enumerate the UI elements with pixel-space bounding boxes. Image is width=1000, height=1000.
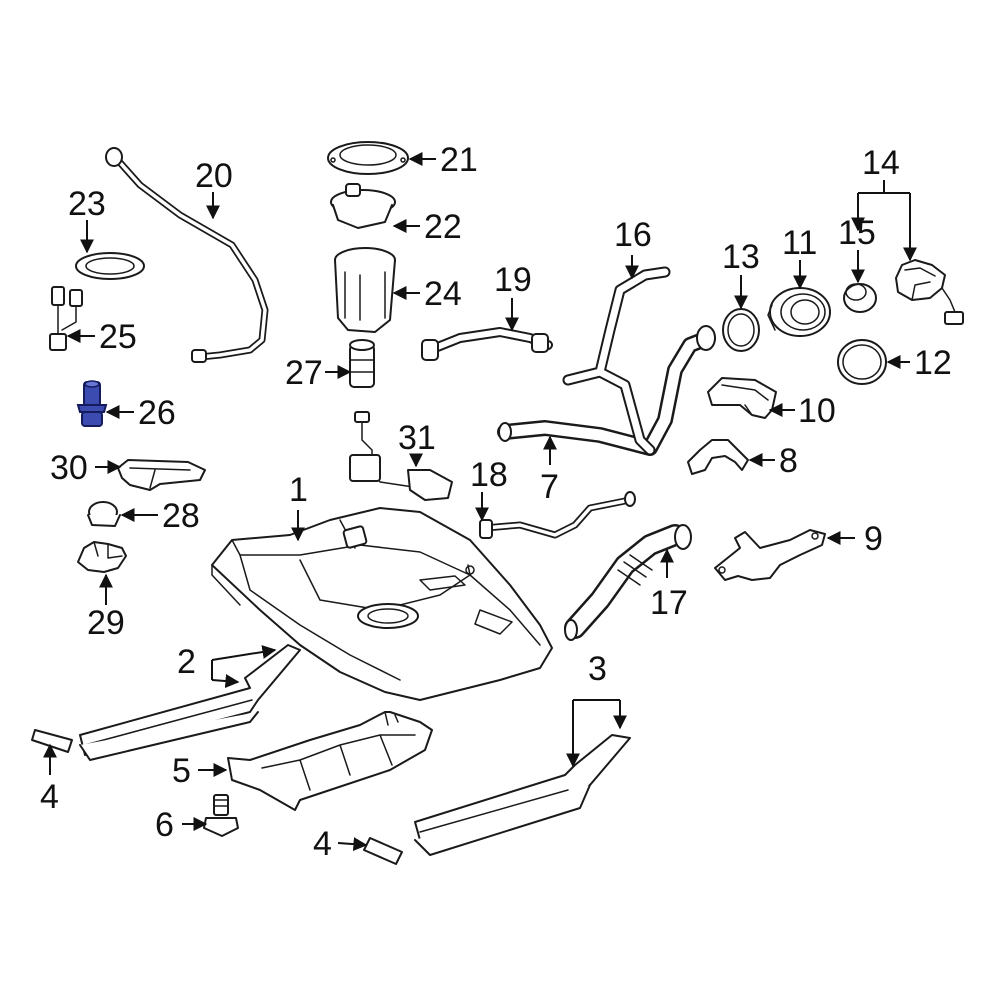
callout-5: 5 (172, 752, 191, 790)
grommet[interactable] (87, 501, 121, 527)
callout-22: 22 (424, 208, 462, 246)
filler-pipe-bracket[interactable] (687, 439, 749, 475)
callout-15: 15 (838, 214, 876, 252)
filler-gasket-large[interactable] (837, 339, 887, 385)
fuel-cap-with-tether[interactable] (895, 259, 964, 325)
callout-29: 29 (87, 604, 125, 642)
tank-strap-left[interactable] (79, 644, 301, 761)
fuel-pump-cover[interactable] (330, 183, 396, 229)
pump-gasket[interactable] (75, 252, 145, 280)
callout-24: 24 (424, 275, 462, 313)
callout-20: 20 (195, 157, 233, 195)
breather-tube[interactable] (562, 266, 671, 456)
fuel-feed-line[interactable] (105, 147, 269, 363)
callout-25: 25 (99, 318, 137, 356)
callout-28: 28 (162, 497, 200, 535)
callout-6: 6 (155, 806, 174, 844)
wire-harness[interactable] (49, 286, 83, 351)
callout-21: 21 (440, 141, 478, 179)
callout-8: 8 (779, 442, 798, 480)
fuel-tank[interactable] (211, 507, 553, 701)
callout-11: 11 (782, 224, 817, 262)
callout-numbers: 1 2 3 4 4 5 6 7 8 9 10 11 12 13 14 15 16… (40, 141, 952, 863)
callout-4-left: 4 (40, 778, 59, 816)
filler-guard[interactable] (707, 377, 777, 419)
bolt[interactable] (203, 794, 239, 837)
filler-gasket-small[interactable] (722, 308, 760, 352)
vent-hose[interactable] (479, 491, 636, 539)
callout-18: 18 (470, 456, 508, 494)
callout-26: 26 (138, 394, 176, 432)
leader-lines (43, 152, 917, 852)
callout-19: 19 (494, 261, 532, 299)
retainer-clip[interactable] (77, 541, 127, 573)
fuel-fitting-highlighted[interactable] (76, 380, 108, 427)
fuel-pump-housing[interactable] (334, 247, 396, 333)
callout-16: 16 (614, 216, 652, 254)
filler-neck-housing[interactable] (767, 287, 831, 337)
callout-9: 9 (864, 520, 883, 558)
protector-bracket[interactable] (117, 459, 206, 491)
callout-12: 12 (914, 344, 952, 382)
heat-shield[interactable] (227, 711, 433, 811)
callout-23: 23 (68, 185, 106, 223)
return-hose[interactable] (421, 327, 553, 361)
callout-4-right: 4 (313, 825, 332, 863)
filler-inlet-hose[interactable] (564, 524, 692, 641)
callout-2: 2 (177, 643, 196, 681)
filler-pipe[interactable] (497, 325, 716, 456)
callout-7: 7 (540, 468, 559, 506)
fuel-level-sender[interactable] (349, 411, 453, 501)
callout-27: 27 (285, 354, 323, 392)
callout-30: 30 (50, 449, 88, 487)
pump-lock-ring[interactable] (327, 141, 409, 175)
callout-3: 3 (588, 650, 607, 688)
fuel-cap[interactable] (843, 283, 877, 313)
insulator-pad-left[interactable] (31, 729, 73, 753)
insulator-pad-right[interactable] (363, 837, 403, 865)
callout-1: 1 (289, 471, 308, 509)
callout-13: 13 (722, 238, 760, 276)
fuel-pump-motor[interactable] (349, 339, 375, 388)
callout-14: 14 (862, 144, 900, 182)
tank-strap-right[interactable] (414, 734, 631, 856)
mounting-bracket[interactable] (714, 529, 826, 581)
callout-10: 10 (798, 392, 836, 430)
callout-17: 17 (650, 584, 688, 622)
callout-31: 31 (398, 419, 436, 457)
